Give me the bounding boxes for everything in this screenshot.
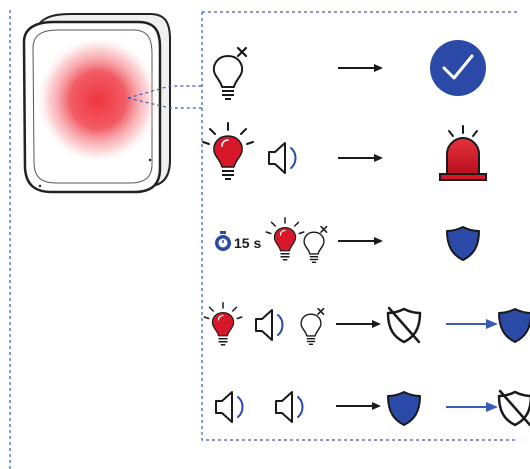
row-4 xyxy=(203,302,530,346)
bulb-red-icon xyxy=(203,302,243,346)
arrow-icon xyxy=(337,153,384,163)
speaker-icon xyxy=(255,309,284,341)
check-circle-icon xyxy=(430,40,486,96)
bulb-off-icon xyxy=(300,307,325,346)
bulb-red-icon xyxy=(265,217,305,261)
shield-off-icon xyxy=(386,306,422,344)
speaker-icon xyxy=(215,391,244,423)
row-3: 15 s xyxy=(215,217,480,264)
shield-off-icon xyxy=(497,389,530,427)
shield-filled-icon xyxy=(446,226,480,261)
bulb-off-icon xyxy=(303,225,328,264)
speaker-icon xyxy=(275,391,304,423)
siren-icon xyxy=(439,125,487,181)
alarm-device xyxy=(22,13,171,194)
shield-filled-icon xyxy=(387,391,421,426)
connector-guides xyxy=(9,10,518,469)
arrow-icon xyxy=(335,401,382,411)
stopwatch-icon xyxy=(215,231,231,251)
blue-arrow-icon xyxy=(445,401,499,413)
arrow-icon xyxy=(335,319,382,329)
speaker-icon xyxy=(268,142,297,174)
bulb-red-icon xyxy=(202,122,254,180)
row-1 xyxy=(212,40,486,101)
arrow-icon xyxy=(337,236,384,246)
arrow-icon xyxy=(337,63,384,73)
bulb-off-icon xyxy=(212,46,248,101)
row-2 xyxy=(202,122,487,181)
timer-label: 15 s xyxy=(234,235,261,251)
row-5 xyxy=(215,389,530,427)
shield-filled-icon xyxy=(498,308,530,343)
blue-arrow-icon xyxy=(445,318,499,330)
